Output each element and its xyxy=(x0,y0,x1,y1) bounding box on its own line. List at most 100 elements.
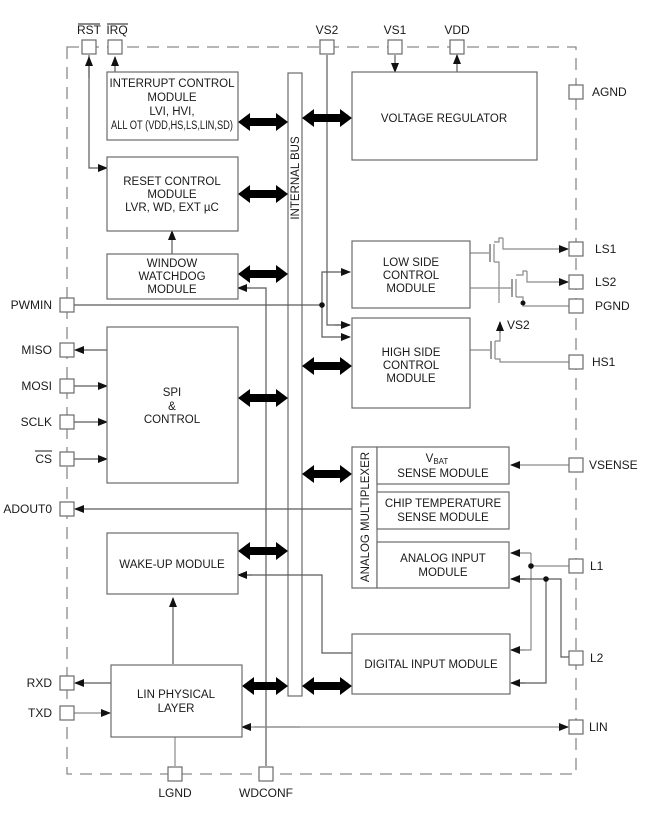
bus-arrow-vreg xyxy=(302,109,352,127)
pin-lin: LIN xyxy=(568,719,608,735)
svg-text:AGND: AGND xyxy=(592,85,627,99)
svg-text:CONTROL: CONTROL xyxy=(383,360,440,372)
voltage-regulator-block: VOLTAGE REGULATOR xyxy=(351,71,538,161)
svg-text:VS2: VS2 xyxy=(316,23,339,37)
bus-arrow-spi xyxy=(238,389,288,407)
spi-control-block: SPI & CONTROL xyxy=(106,326,239,484)
hs1-mosfet xyxy=(470,321,569,363)
svg-text:WAKE-UP MODULE: WAKE-UP MODULE xyxy=(119,559,225,571)
pin-irq: IRQ xyxy=(106,23,128,55)
wire-rst xyxy=(88,55,108,172)
junction-dot xyxy=(319,302,325,308)
bus-arrows xyxy=(238,109,352,695)
pin-mosi: MOSI xyxy=(21,378,75,394)
pin-ls2: LS2 xyxy=(568,274,617,290)
svg-text:RXD: RXD xyxy=(27,676,53,690)
pin-hs1: HS1 xyxy=(568,354,616,370)
bus-arrow-lin xyxy=(242,677,288,695)
junction-dot xyxy=(528,563,534,569)
svg-text:VSENSE: VSENSE xyxy=(589,458,638,472)
bus-arrow-digital xyxy=(302,677,352,695)
interrupt-control-block: INTERRUPT CONTROL MODULE LVI, HVI, ALL O… xyxy=(106,71,239,141)
label-vs2-hs: VS2 xyxy=(507,318,530,332)
svg-text:DIGITAL INPUT MODULE: DIGITAL INPUT MODULE xyxy=(364,659,498,671)
bus-arrow-reset xyxy=(238,185,288,203)
svg-text:SCLK: SCLK xyxy=(21,415,52,429)
svg-text:LAYER: LAYER xyxy=(158,703,195,715)
pin-lgnd: LGND xyxy=(158,766,192,800)
wire-l2-di xyxy=(511,579,547,684)
svg-text:LGND: LGND xyxy=(158,786,192,800)
svg-text:VS1: VS1 xyxy=(384,23,407,37)
junction-dot xyxy=(543,576,549,582)
pin-vdd: VDD xyxy=(444,23,470,55)
svg-text:MODULE: MODULE xyxy=(386,283,436,295)
svg-text:TXD: TXD xyxy=(28,706,52,720)
svg-text:PWMIN: PWMIN xyxy=(11,298,52,312)
pin-miso: MISO xyxy=(21,342,75,358)
svg-text:SENSE MODULE: SENSE MODULE xyxy=(397,468,489,480)
pin-wdconf: WDCONF xyxy=(239,766,293,800)
svg-text:IRQ: IRQ xyxy=(106,23,127,37)
svg-text:HIGH SIDE: HIGH SIDE xyxy=(382,347,441,359)
svg-text:LS1: LS1 xyxy=(595,242,617,256)
svg-text:PGND: PGND xyxy=(595,299,630,313)
svg-text:MODULE: MODULE xyxy=(147,92,197,104)
svg-text:CONTROL: CONTROL xyxy=(144,414,201,426)
svg-text:ANALOG MULTIPLEXER: ANALOG MULTIPLEXER xyxy=(360,452,372,582)
pin-vs1: VS1 xyxy=(384,23,407,55)
pin-rxd: RXD xyxy=(27,675,75,691)
wire-pwmin-ls xyxy=(321,268,351,305)
pin-vsense: VSENSE xyxy=(568,457,638,473)
pin-agnd: AGND xyxy=(568,84,627,100)
bus-arrow-hs xyxy=(302,357,352,375)
lin-physical-layer-block: LIN PHYSICAL LAYER xyxy=(110,664,243,738)
wire-di-wakeup xyxy=(238,574,352,654)
pin-rst: RST xyxy=(77,23,102,55)
svg-text:LOW SIDE: LOW SIDE xyxy=(383,257,440,269)
bus-arrow-mux xyxy=(302,465,352,483)
svg-text:L1: L1 xyxy=(590,559,604,573)
wire-vs2 xyxy=(326,55,350,326)
analog-multiplexer-block: ANALOG MULTIPLEXER xyxy=(351,446,378,589)
analog-input-block: ANALOG INPUT MODULE xyxy=(376,541,510,589)
wake-up-block: WAKE-UP MODULE xyxy=(106,532,239,595)
svg-text:MODULE: MODULE xyxy=(386,373,436,385)
svg-text:VDD: VDD xyxy=(444,23,470,37)
svg-text:LS2: LS2 xyxy=(595,275,617,289)
svg-text:CONTROL: CONTROL xyxy=(383,270,440,282)
pin-txd: TXD xyxy=(28,705,75,721)
pin-ls1: LS1 xyxy=(568,241,617,257)
wire-l2 xyxy=(511,578,569,658)
low-side-control-block: LOW SIDE CONTROL MODULE xyxy=(351,240,471,309)
ls1-mosfet xyxy=(470,237,569,303)
svg-text:RST: RST xyxy=(77,23,102,37)
svg-text:LIN PHYSICAL: LIN PHYSICAL xyxy=(137,689,216,701)
svg-text:SENSE MODULE: SENSE MODULE xyxy=(397,512,489,524)
bus-arrow-wakeup xyxy=(238,542,288,560)
svg-text:WATCHDOG: WATCHDOG xyxy=(138,271,205,283)
svg-text:CHIP TEMPERATURE: CHIP TEMPERATURE xyxy=(385,498,502,510)
svg-text:ADOUT0: ADOUT0 xyxy=(3,502,52,516)
wire-pwmin-hs xyxy=(321,305,351,341)
digital-input-block: DIGITAL INPUT MODULE xyxy=(351,633,511,695)
svg-text:MOSI: MOSI xyxy=(21,379,52,393)
svg-text:LVI, HVI,: LVI, HVI, xyxy=(149,106,194,118)
svg-text:MISO: MISO xyxy=(21,343,52,357)
svg-text:INTERRUPT CONTROL: INTERRUPT CONTROL xyxy=(109,78,235,90)
svg-text:WDCONF: WDCONF xyxy=(239,786,293,800)
ls2-mosfet xyxy=(470,270,569,307)
svg-text:ANALOG INPUT: ANALOG INPUT xyxy=(400,553,486,565)
pin-l1: L1 xyxy=(568,558,604,574)
pin-sclk: SCLK xyxy=(21,414,75,430)
chip-boundary xyxy=(66,46,577,775)
svg-text:ALL OT (VDD,HS,LS,LIN,SD): ALL OT (VDD,HS,LS,LIN,SD) xyxy=(111,120,233,132)
svg-text:LVR, WD, EXT µC: LVR, WD, EXT µC xyxy=(125,202,219,214)
svg-text:CS: CS xyxy=(35,452,52,466)
chip-temperature-block: CHIP TEMPERATURE SENSE MODULE xyxy=(376,491,510,530)
svg-text:LIN: LIN xyxy=(589,720,608,734)
pin-adout0: ADOUT0 xyxy=(3,501,75,517)
svg-text:RESET CONTROL: RESET CONTROL xyxy=(123,176,221,188)
pin-l2: L2 xyxy=(568,650,604,666)
